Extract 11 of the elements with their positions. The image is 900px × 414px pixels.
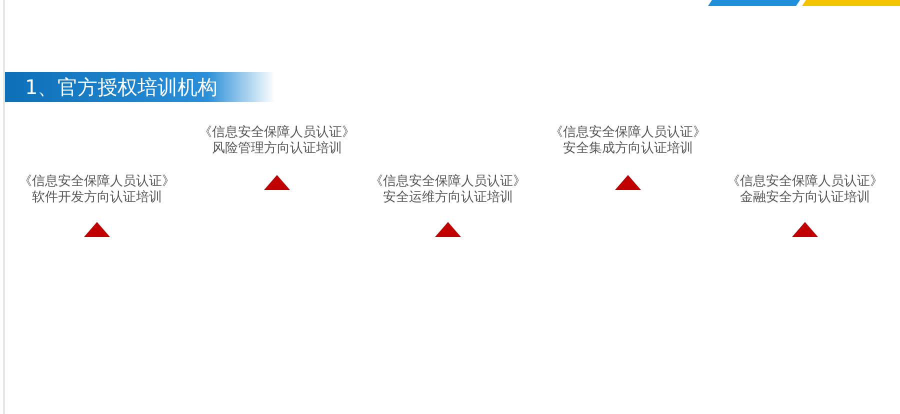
training-direction: 安全运维方向认证培训 [383, 190, 513, 206]
training-direction: 风险管理方向认证培训 [212, 141, 342, 157]
certificate-title: 《信息安全保障人员认证》 [199, 125, 355, 141]
certificate-title: 《信息安全保障人员认证》 [550, 125, 706, 141]
certificate-title: 《信息安全保障人员认证》 [727, 174, 883, 190]
certificate-title: 《信息安全保障人员认证》 [370, 174, 526, 190]
training-direction: 软件开发方向认证培训 [32, 190, 162, 206]
training-direction: 安全集成方向认证培训 [563, 141, 693, 157]
certificate-title: 《信息安全保障人员认证》 [19, 174, 175, 190]
training-direction: 金融安全方向认证培训 [740, 190, 870, 206]
title-banner: 1、官方授权培训机构 [5, 72, 275, 102]
